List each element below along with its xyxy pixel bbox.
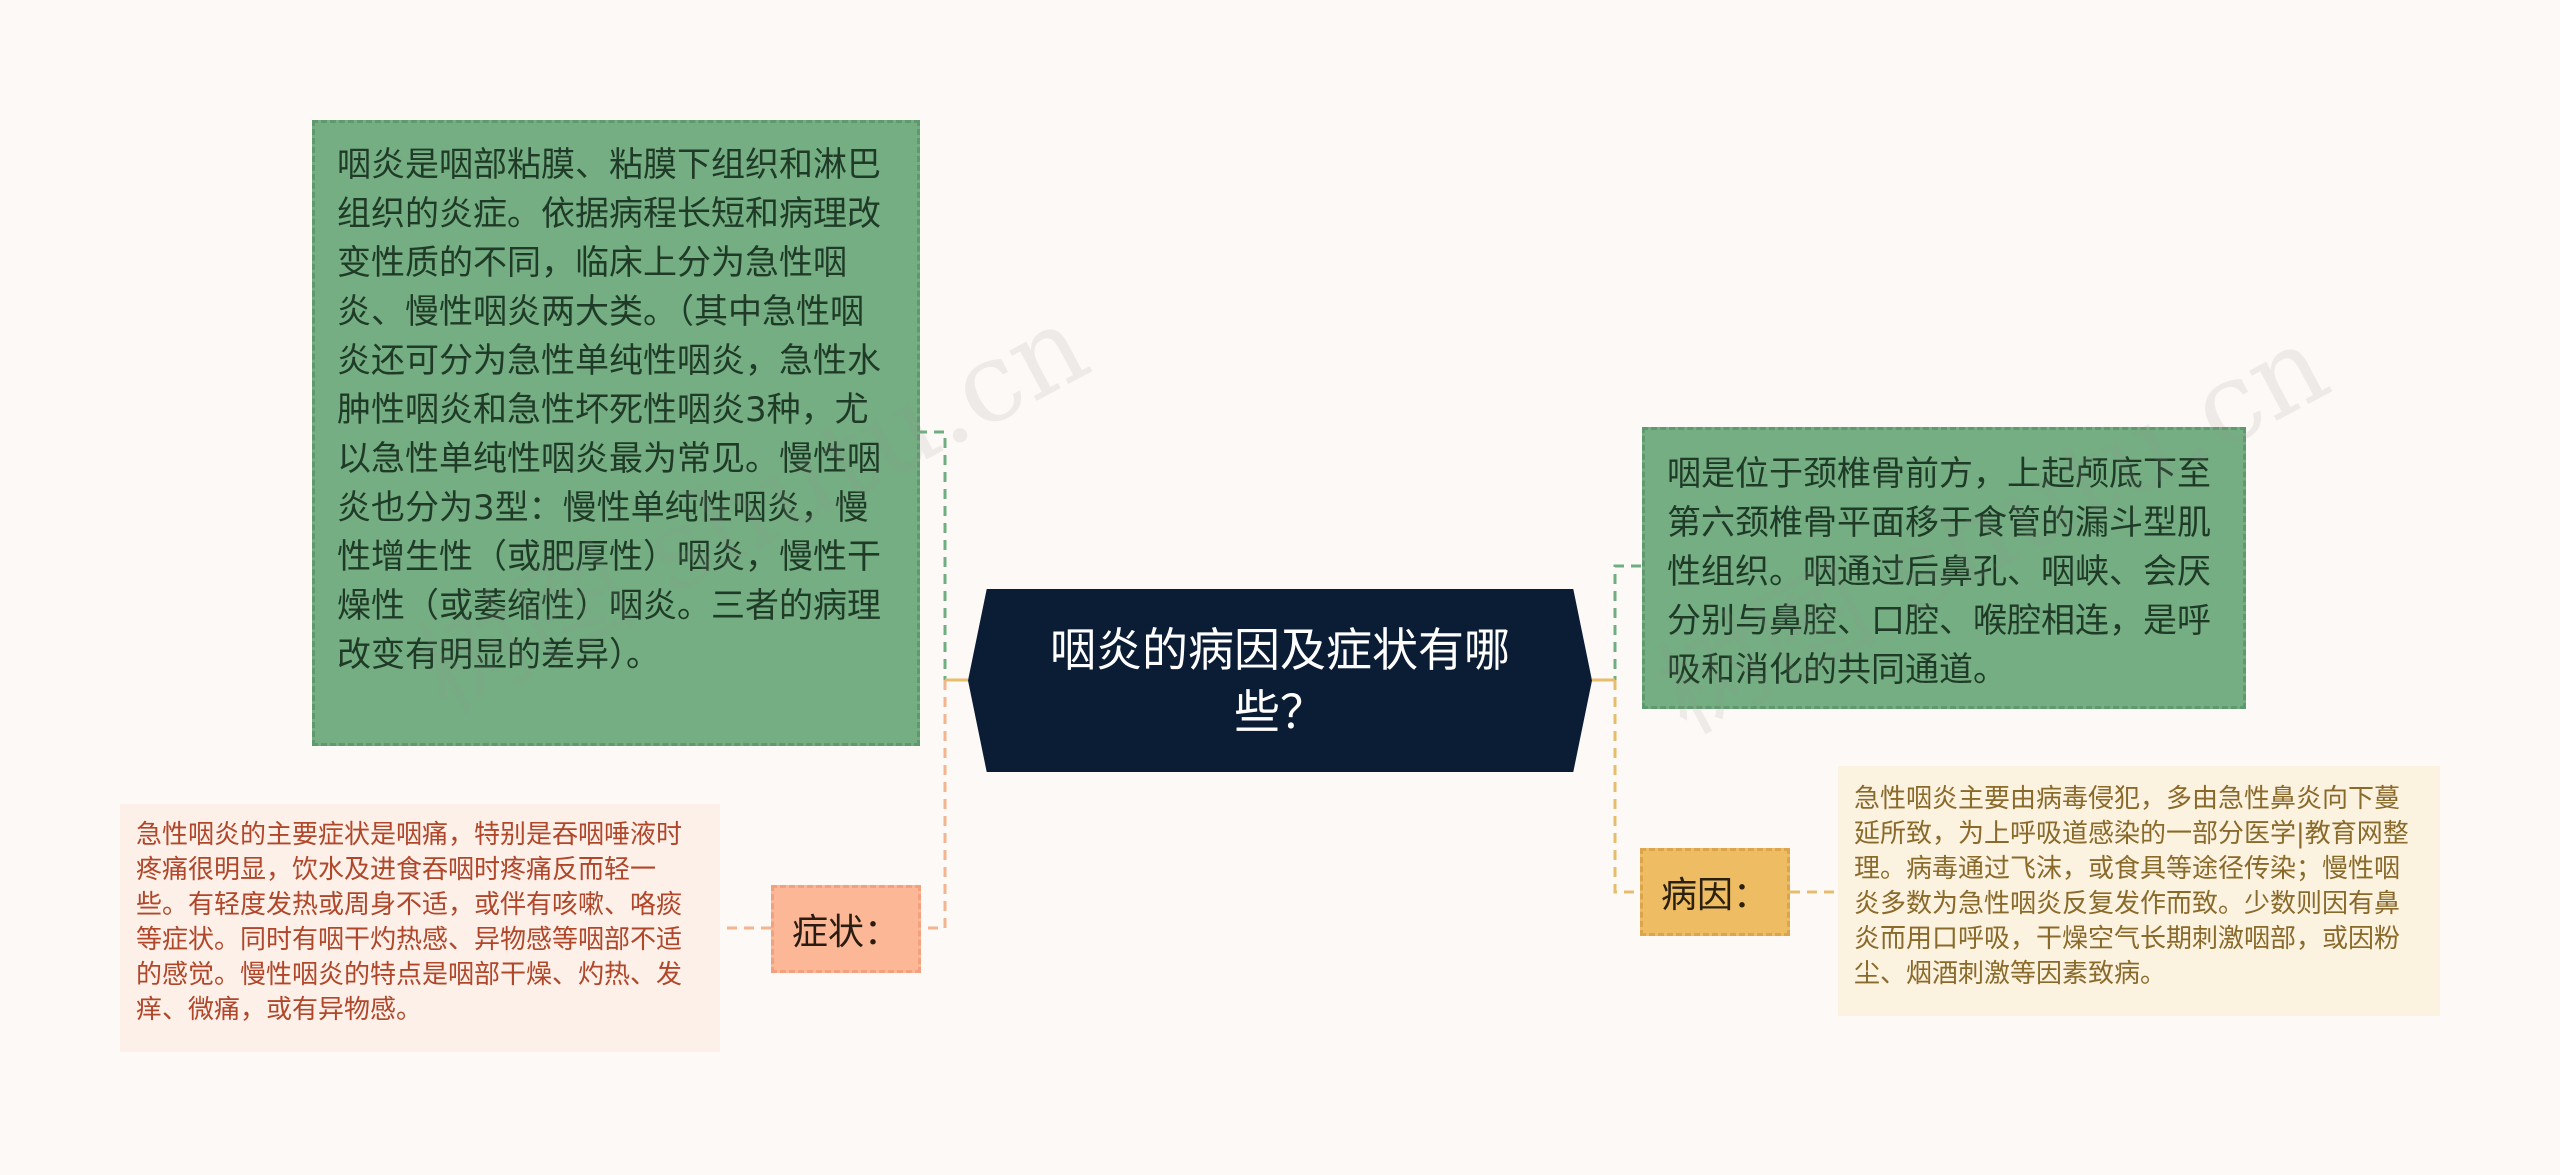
right-definition-text: 咽是位于颈椎骨前方，上起颅底下至第六颈椎骨平面移于食管的漏斗型肌性组织。咽通过后… xyxy=(1667,454,2211,690)
connector-right-def xyxy=(1592,564,1642,682)
cause-label-node[interactable]: 病因： xyxy=(1640,848,1790,936)
connector-cause xyxy=(1613,680,1640,894)
symptom-label-node[interactable]: 症状： xyxy=(771,885,921,973)
cause-label-text: 病因： xyxy=(1660,875,1769,916)
central-topic-node[interactable]: 咽炎的病因及症状有哪些？ xyxy=(968,589,1592,772)
connector-symptom xyxy=(921,680,947,930)
cause-detail-text: 急性咽炎主要由病毒侵犯，多由急性鼻炎向下蔓延所致，为上呼吸道感染的一部分医学|教… xyxy=(1854,784,2409,989)
left-description-node[interactable]: 咽炎是咽部粘膜、粘膜下组织和淋巴组织的炎症。依据病程长短和病理改变性质的不同，临… xyxy=(312,120,920,746)
symptom-detail-node[interactable]: 急性咽炎的主要症状是咽痛，特别是吞咽唾液时疼痛很明显，饮水及进食吞咽时疼痛反而轻… xyxy=(120,804,720,1052)
cause-detail-node[interactable]: 急性咽炎主要由病毒侵犯，多由急性鼻炎向下蔓延所致，为上呼吸道感染的一部分医学|教… xyxy=(1838,766,2440,1016)
symptom-detail-text: 急性咽炎的主要症状是咽痛，特别是吞咽唾液时疼痛很明显，饮水及进食吞咽时疼痛反而轻… xyxy=(136,820,683,1025)
symptom-label-text: 症状： xyxy=(791,912,900,953)
left-description-text: 咽炎是咽部粘膜、粘膜下组织和淋巴组织的炎症。依据病程长短和病理改变性质的不同，临… xyxy=(337,145,881,675)
central-topic-text: 咽炎的病因及症状有哪些？ xyxy=(1050,622,1510,739)
right-definition-node[interactable]: 咽是位于颈椎骨前方，上起颅底下至第六颈椎骨平面移于食管的漏斗型肌性组织。咽通过后… xyxy=(1642,427,2246,709)
connector-left-desc xyxy=(920,430,968,682)
